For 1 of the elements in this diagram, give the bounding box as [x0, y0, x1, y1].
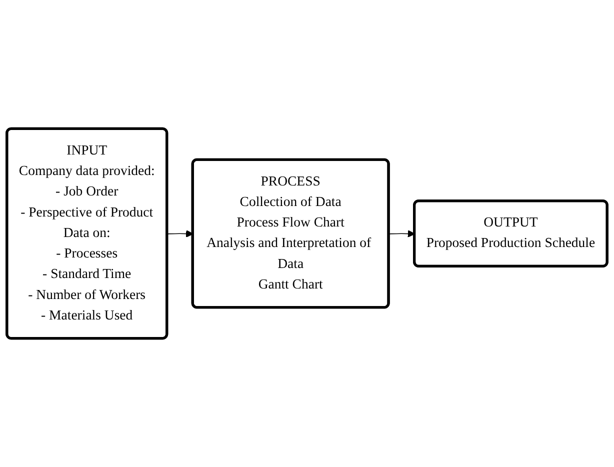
arrow — [166, 230, 194, 238]
